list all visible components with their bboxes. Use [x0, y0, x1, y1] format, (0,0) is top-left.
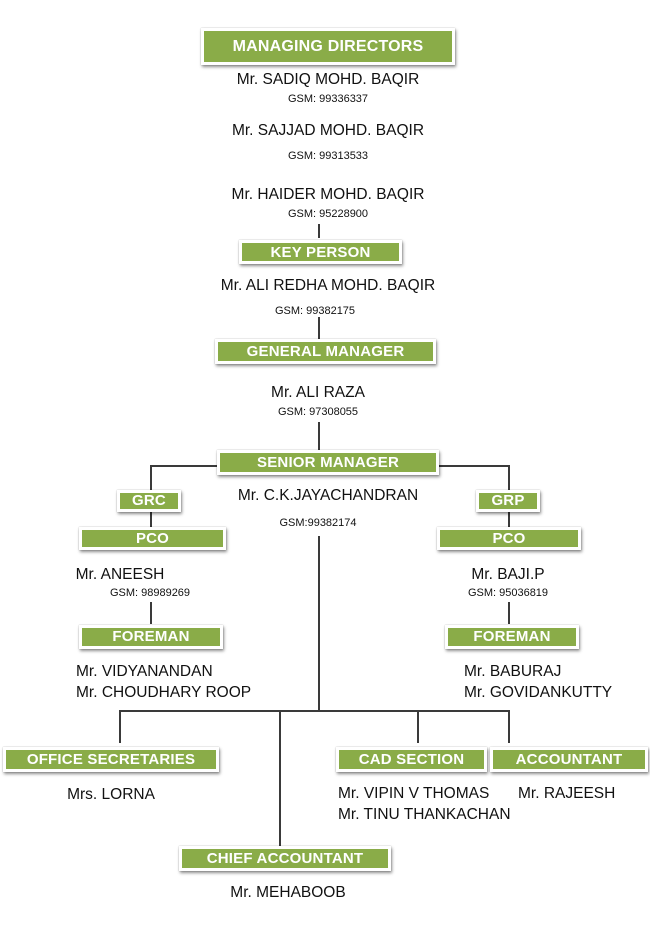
- grp-foreman-box: FOREMAN: [445, 625, 579, 649]
- key-person-box: KEY PERSON: [239, 240, 402, 264]
- grc-pco-box: PCO: [79, 527, 226, 550]
- md-1-name: Mr. SADIQ MOHD. BAQIR: [236, 71, 420, 88]
- cad-section-name-2: Mr. TINU THANKACHAN: [338, 806, 511, 823]
- grp-pco-gsm: GSM: 95036819: [467, 587, 549, 599]
- connector-grc-to-pco: [150, 510, 152, 528]
- office-secretaries-box: OFFICE SECRETARIES: [3, 747, 219, 772]
- connector-key-to-gm: [318, 317, 320, 339]
- connector-grp-pco-to-foreman: [508, 602, 510, 624]
- connector-sm-left: [150, 465, 220, 467]
- managing-directors-box: MANAGING DIRECTORS: [201, 28, 455, 65]
- connector-sm-right: [438, 465, 509, 467]
- md-2-gsm: GSM: 99313533: [287, 150, 369, 162]
- grp-box: GRP: [476, 490, 540, 512]
- connector-sm-to-grp: [508, 465, 510, 491]
- cad-section-box: CAD SECTION: [336, 747, 487, 772]
- grc-pco-name: Mr. ANEESH: [75, 566, 165, 583]
- office-secretaries-name-1: Mrs. LORNA: [67, 786, 155, 803]
- connector-md-to-key: [318, 224, 320, 238]
- general-manager-name: Mr. ALI RAZA: [271, 384, 365, 401]
- connector-grc-pco-to-foreman: [150, 602, 152, 624]
- grc-foreman-name-1: Mr. VIDYANANDAN: [76, 663, 213, 680]
- grp-pco-box: PCO: [437, 527, 581, 550]
- connector-to-office-secretaries: [119, 710, 121, 743]
- accountant-box: ACCOUNTANT: [490, 747, 648, 772]
- md-1-gsm: GSM: 99336337: [287, 93, 369, 105]
- senior-manager-name: Mr. C.K.JAYACHANDRAN: [237, 487, 419, 504]
- connector-grp-to-pco: [508, 510, 510, 528]
- connector-sm-to-grc: [150, 465, 152, 491]
- grc-foreman-box: FOREMAN: [79, 625, 223, 649]
- connector-to-chief-accountant: [279, 710, 281, 846]
- connector-to-cad-section: [417, 710, 419, 743]
- grp-foreman-name-1: Mr. BABURAJ: [464, 663, 562, 680]
- grc-pco-gsm: GSM: 98989269: [109, 587, 191, 599]
- grp-pco-name: Mr. BAJI.P: [471, 566, 545, 583]
- key-person-gsm: GSM: 99382175: [274, 305, 356, 317]
- grc-box: GRC: [117, 490, 181, 512]
- key-person-name: Mr. ALI REDHA MOHD. BAQIR: [220, 277, 436, 294]
- general-manager-box: GENERAL MANAGER: [215, 339, 436, 364]
- chief-accountant-box: CHIEF ACCOUNTANT: [179, 846, 391, 871]
- md-3-gsm: GSM: 95228900: [287, 208, 369, 220]
- cad-section-name-1: Mr. VIPIN V THOMAS: [338, 785, 490, 802]
- connector-to-accountant: [508, 710, 510, 743]
- senior-manager-gsm: GSM:99382174: [279, 517, 357, 529]
- grc-foreman-name-2: Mr. CHOUDHARY ROOP: [76, 684, 252, 701]
- accountant-name-1: Mr. RAJEESH: [518, 785, 616, 802]
- chief-accountant-name-1: Mr. MEHABOOB: [230, 884, 346, 901]
- senior-manager-box: SENIOR MANAGER: [217, 450, 439, 475]
- grp-foreman-name-2: Mr. GOVIDANKUTTY: [464, 684, 613, 701]
- connector-gm-to-sm: [318, 422, 320, 450]
- connector-sm-main-down: [318, 536, 320, 711]
- md-3-name: Mr. HAIDER MOHD. BAQIR: [231, 186, 425, 203]
- md-2-name: Mr. SAJJAD MOHD. BAQIR: [231, 122, 425, 139]
- general-manager-gsm: GSM: 97308055: [277, 406, 359, 418]
- connector-bottom-bus: [119, 710, 509, 712]
